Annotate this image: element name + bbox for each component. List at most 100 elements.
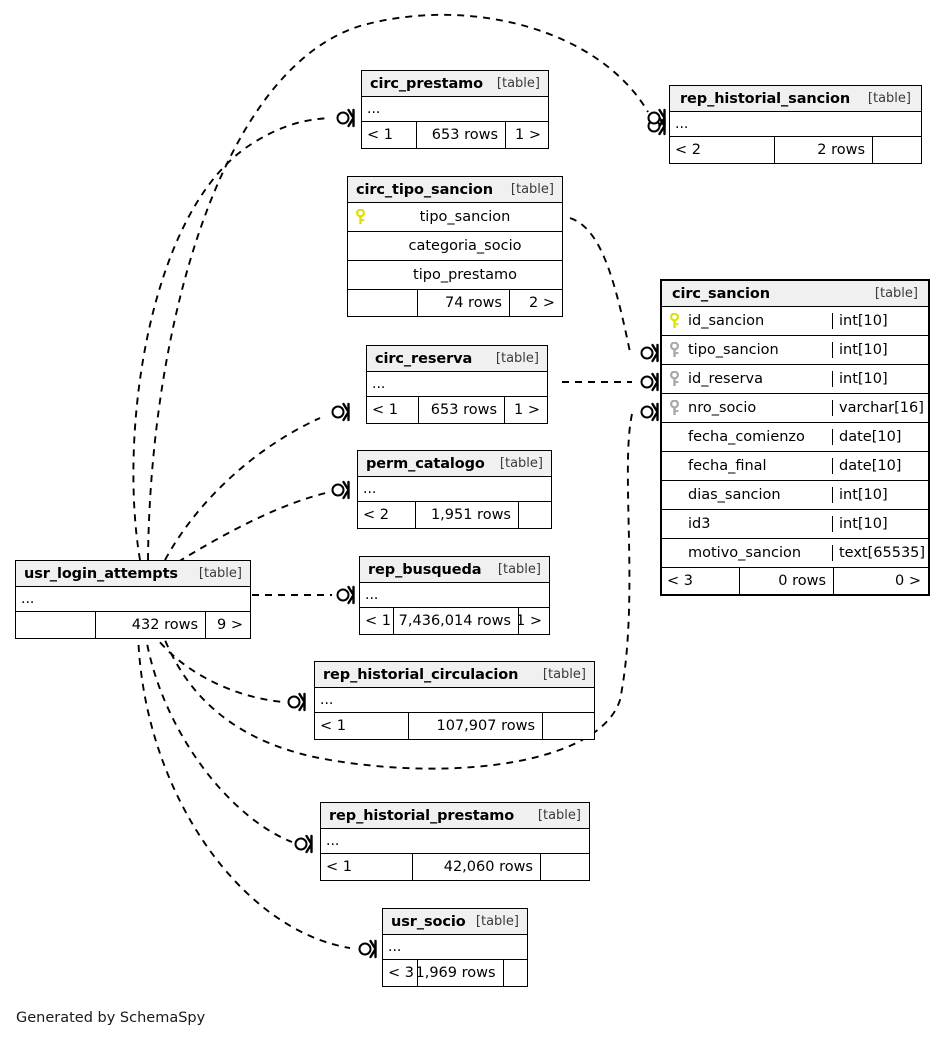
column-row[interactable]: id_sancion int[10]: [662, 307, 928, 336]
table-header: rep_historial_sancion [table]: [670, 86, 921, 112]
column-name: fecha_final: [688, 458, 767, 474]
generator-credit: Generated by SchemaSpy: [16, 1010, 206, 1026]
table-footer: < 1 653 rows 1 >: [362, 122, 548, 148]
table-rep-historial-sancion[interactable]: rep_historial_sancion [table] ... < 2 2 …: [669, 85, 922, 164]
foreign-key-icon: [662, 371, 686, 387]
edge-login-to-historial-prestamo: [144, 631, 293, 843]
table-title: rep_historial_sancion: [680, 90, 851, 107]
table-columns-collapsed[interactable]: ...: [315, 688, 594, 713]
footer-parents: < 3: [662, 568, 740, 594]
table-title: circ_sancion: [672, 285, 770, 302]
table-columns-collapsed[interactable]: ...: [321, 829, 589, 854]
table-tag: [table]: [510, 182, 554, 197]
column-row[interactable]: id3 int[10]: [662, 510, 928, 539]
column-row[interactable]: tipo_sancion int[10]: [662, 336, 928, 365]
connector-rep-historial-sancion-a: [647, 116, 666, 136]
table-usr-login-attempts[interactable]: usr_login_attempts [table] ... 432 rows …: [15, 560, 251, 639]
footer-children: 1 >: [519, 613, 542, 629]
footer-parents: [16, 612, 96, 638]
footer-parents: < 2: [358, 502, 416, 528]
footer-rowcount: 42,060 rows: [413, 854, 541, 880]
primary-key-icon: [662, 313, 686, 329]
footer-children: 1 >: [514, 402, 540, 418]
footer-rowcount: 7,436,014 rows: [394, 608, 519, 634]
column-name: tipo_sancion: [688, 342, 779, 358]
column-row[interactable]: nro_socio varchar[16]: [662, 394, 928, 423]
column-name: id_sancion: [688, 313, 765, 329]
table-title: usr_socio: [391, 913, 466, 930]
primary-key-icon: [348, 209, 372, 225]
table-header: rep_busqueda [table]: [360, 557, 549, 583]
table-footer: < 3 0 rows 0 >: [662, 568, 928, 594]
table-footer: < 2 2 rows: [670, 137, 921, 163]
table-header: rep_historial_prestamo [table]: [321, 803, 589, 829]
connector-sancion-tipo: [640, 343, 659, 363]
table-tag: [table]: [497, 562, 541, 577]
table-title: rep_busqueda: [368, 561, 482, 578]
table-columns-collapsed[interactable]: ...: [358, 477, 551, 502]
table-footer: < 1 7,436,014 rows 1 >: [360, 608, 549, 634]
footer-rowcount: 107,907 rows: [409, 713, 543, 739]
table-columns-collapsed[interactable]: ...: [367, 372, 547, 397]
footer-parents: < 1: [315, 713, 409, 739]
footer-children: 0 >: [895, 573, 921, 589]
edge-login-to-circ-reserva: [164, 417, 321, 561]
table-columns-collapsed[interactable]: ...: [383, 935, 527, 960]
table-tag: [table]: [198, 566, 242, 581]
column-row[interactable]: fecha_comienzo date[10]: [662, 423, 928, 452]
connector-rep-historial-circulacion: [287, 692, 306, 712]
table-columns-collapsed[interactable]: ...: [360, 583, 549, 608]
table-columns-collapsed[interactable]: ...: [16, 587, 250, 612]
table-tag: [table]: [475, 914, 519, 929]
table-header: perm_catalogo [table]: [358, 451, 551, 477]
connector-sancion-nro-socio: [640, 402, 659, 422]
foreign-key-icon: [662, 342, 686, 358]
connector-circ-reserva: [331, 402, 350, 422]
column-row[interactable]: tipo_prestamo: [348, 261, 562, 290]
table-header: usr_login_attempts [table]: [16, 561, 250, 587]
footer-parents: < 3: [383, 960, 419, 986]
table-rep-busqueda[interactable]: rep_busqueda [table] ... < 1 7,436,014 r…: [359, 556, 550, 635]
table-title: usr_login_attempts: [24, 565, 178, 582]
footer-rowcount: 2 rows: [775, 137, 873, 163]
column-type: date[10]: [832, 458, 928, 474]
table-title: circ_prestamo: [370, 75, 484, 92]
footer-parents: < 2: [670, 137, 775, 163]
column-row[interactable]: motivo_sancion text[65535]: [662, 539, 928, 568]
table-footer: 432 rows 9 >: [16, 612, 250, 638]
column-row[interactable]: categoria_socio: [348, 232, 562, 261]
table-columns-collapsed[interactable]: ...: [362, 97, 548, 122]
table-title: rep_historial_prestamo: [329, 807, 515, 824]
table-rep-historial-circulacion[interactable]: rep_historial_circulacion [table] ... < …: [314, 661, 595, 740]
table-circ-reserva[interactable]: circ_reserva [table] ... < 1 653 rows 1 …: [366, 345, 548, 424]
column-row[interactable]: tipo_sancion: [348, 203, 562, 232]
table-usr-socio[interactable]: usr_socio [table] ... < 3 1,969 rows: [382, 908, 528, 987]
column-row[interactable]: dias_sancion int[10]: [662, 481, 928, 510]
column-type: int[10]: [832, 487, 928, 503]
column-name: fecha_comienzo: [688, 429, 805, 445]
connector-rep-historial-prestamo: [294, 834, 313, 854]
column-type: varchar[16]: [832, 400, 928, 416]
table-title: circ_tipo_sancion: [356, 181, 493, 198]
table-columns-collapsed[interactable]: ...: [670, 112, 921, 137]
table-circ-tipo-sancion[interactable]: circ_tipo_sancion [table] tipo_sancion c…: [347, 176, 563, 317]
table-tag: [table]: [874, 286, 918, 301]
table-title: perm_catalogo: [366, 455, 485, 472]
column-type: int[10]: [832, 313, 928, 329]
footer-children: 9 >: [217, 617, 243, 633]
table-rep-historial-prestamo[interactable]: rep_historial_prestamo [table] ... < 1 4…: [320, 802, 590, 881]
footer-children: [504, 960, 527, 986]
column-name: nro_socio: [688, 400, 757, 416]
column-row[interactable]: id_reserva int[10]: [662, 365, 928, 394]
column-type: text[65535]: [832, 545, 928, 561]
footer-rowcount: 1,969 rows: [418, 960, 504, 986]
table-circ-sancion[interactable]: circ_sancion [table] id_sancion int[10]: [660, 279, 930, 596]
table-tag: [table]: [542, 667, 586, 682]
table-header: circ_prestamo [table]: [362, 71, 548, 97]
column-row[interactable]: fecha_final date[10]: [662, 452, 928, 481]
column-type: int[10]: [832, 342, 928, 358]
table-perm-catalogo[interactable]: perm_catalogo [table] ... < 2 1,951 rows: [357, 450, 552, 529]
column-type: int[10]: [832, 371, 928, 387]
table-circ-prestamo[interactable]: circ_prestamo [table] ... < 1 653 rows 1…: [361, 70, 549, 149]
